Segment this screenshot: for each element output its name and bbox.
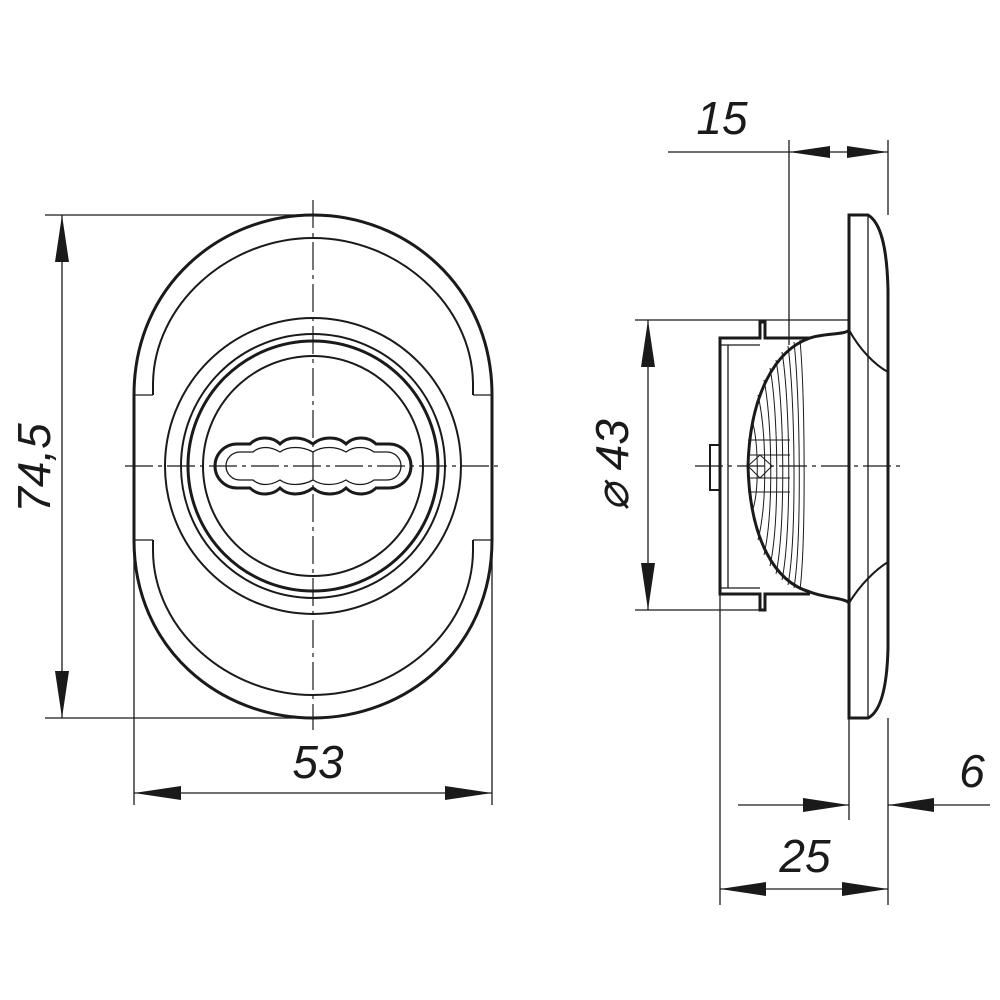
plate-thickness-dimension-label: 6 [959,745,985,797]
total-depth-dimension-label: 25 [778,830,831,882]
height-dimension-label: 74,5 [8,423,60,513]
diameter-dimension-label: ⌀ 43 [586,419,638,511]
diameter-dimension: ⌀ 43 [586,319,849,611]
total-depth-dimension: 25 [719,594,889,905]
inner-plate-contour-top [152,236,474,395]
keyhole-slot-inner [225,446,402,486]
back-plate [847,213,890,720]
width-dimension-label: 53 [292,736,344,788]
side-view [695,140,905,720]
front-height-dimension: 74,5 [8,214,313,719]
plug-projection [709,444,721,491]
plate-thickness-dimension: 6 [738,745,990,812]
top-depth-dimension: 15 [668,92,889,215]
dome-hatching [747,339,805,591]
top-depth-dimension-label: 15 [696,92,748,144]
front-view [125,200,500,730]
front-width-dimension: 53 [133,540,493,805]
